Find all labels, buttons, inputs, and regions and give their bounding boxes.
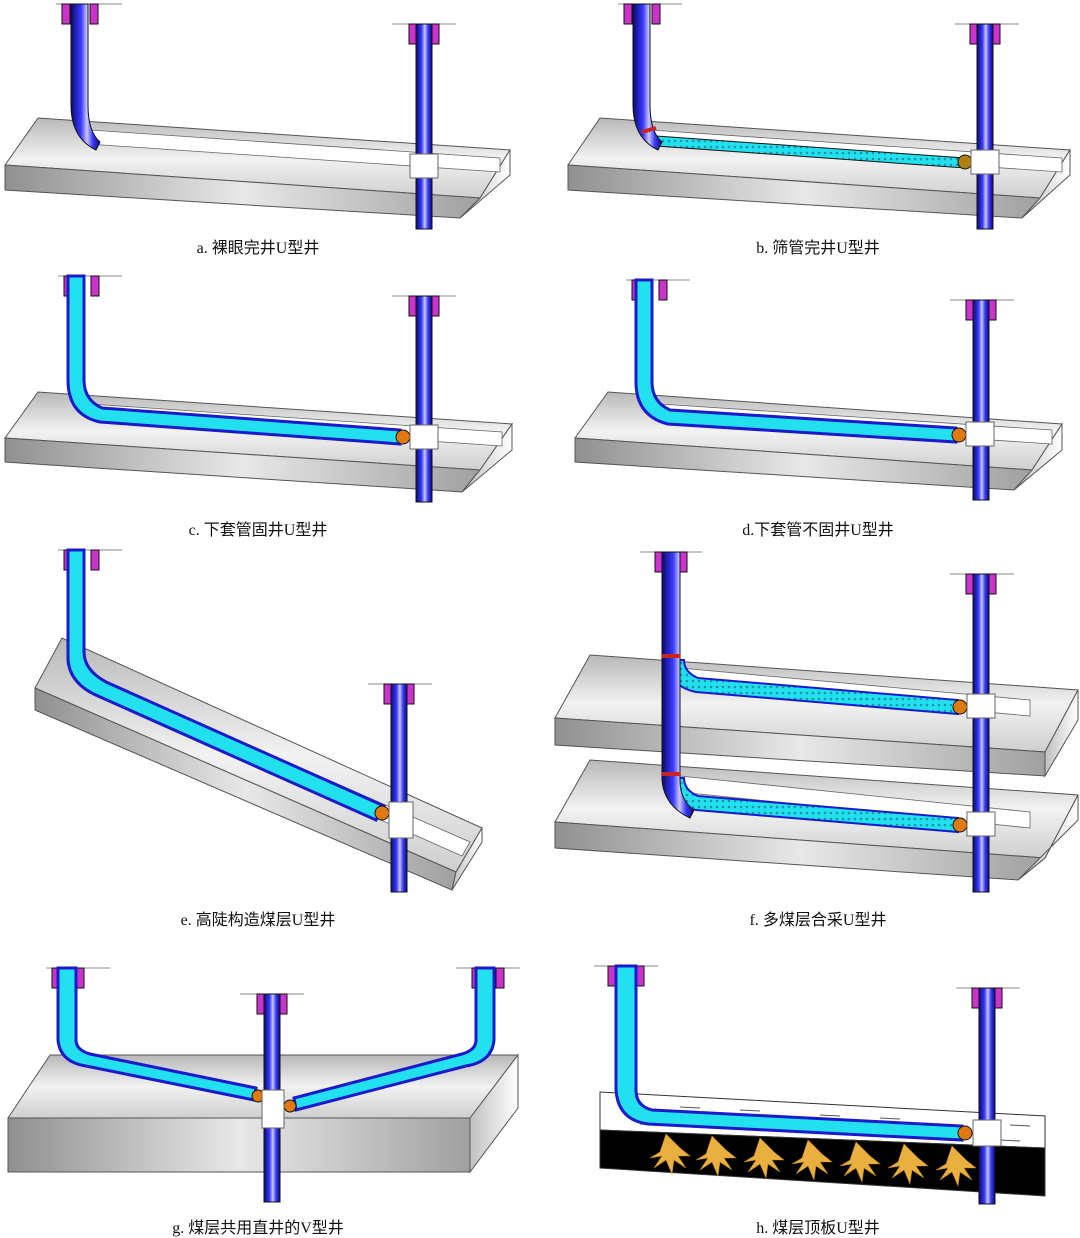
wellhead bbox=[965, 573, 974, 595]
fractures bbox=[649, 1133, 977, 1188]
panel-c bbox=[4, 274, 513, 503]
caption-b: b. 筛管完井U型井 bbox=[756, 240, 880, 257]
wellhead bbox=[61, 3, 71, 25]
v-well-left-casing bbox=[56, 966, 258, 1102]
caption-g: g. 煤层共用直井的V型井 bbox=[172, 1220, 344, 1237]
panel-d bbox=[574, 278, 1063, 501]
wellhead bbox=[383, 683, 392, 705]
wellhead bbox=[408, 23, 417, 45]
cement-plug bbox=[952, 817, 968, 833]
cement-plug bbox=[395, 429, 411, 445]
uncemented-casing bbox=[634, 278, 958, 444]
wellhead bbox=[965, 299, 974, 321]
vertical-well-casing bbox=[415, 23, 433, 230]
panel-e bbox=[34, 548, 483, 893]
panel-b bbox=[567, 3, 1071, 230]
horizontal-well-casing bbox=[70, 3, 101, 151]
panel-f bbox=[554, 551, 1079, 893]
packer bbox=[641, 126, 657, 134]
cement-plug bbox=[957, 1125, 973, 1141]
caption-d: d.下套管不固井U型井 bbox=[742, 522, 894, 539]
caption-a: a. 裸眼完井U型井 bbox=[196, 240, 320, 257]
cement-plug bbox=[283, 1099, 297, 1113]
wellhead bbox=[408, 295, 417, 317]
cemented-casing bbox=[66, 274, 402, 446]
caption-e: e. 高陡构造煤层U型井 bbox=[180, 912, 336, 929]
wellhead bbox=[654, 551, 663, 573]
cement-plug bbox=[952, 699, 968, 715]
cement-plug bbox=[374, 805, 390, 821]
cement-plug bbox=[951, 427, 967, 443]
caption-f: f. 多煤层合采U型井 bbox=[749, 912, 887, 929]
panel-a bbox=[4, 3, 511, 230]
cement-plug bbox=[957, 154, 973, 170]
wellhead bbox=[623, 3, 633, 25]
v-well-right-casing bbox=[292, 966, 496, 1112]
caption-h: h. 煤层顶板U型井 bbox=[756, 1220, 880, 1237]
wellhead bbox=[969, 23, 978, 45]
roof-casing bbox=[614, 964, 964, 1142]
wellhead bbox=[971, 987, 980, 1009]
panel-h bbox=[594, 964, 1046, 1205]
cavity bbox=[409, 153, 439, 179]
caption-c: c. 下套管固井U型井 bbox=[188, 522, 328, 539]
panel-g bbox=[7, 966, 520, 1203]
wellhead bbox=[256, 993, 265, 1015]
